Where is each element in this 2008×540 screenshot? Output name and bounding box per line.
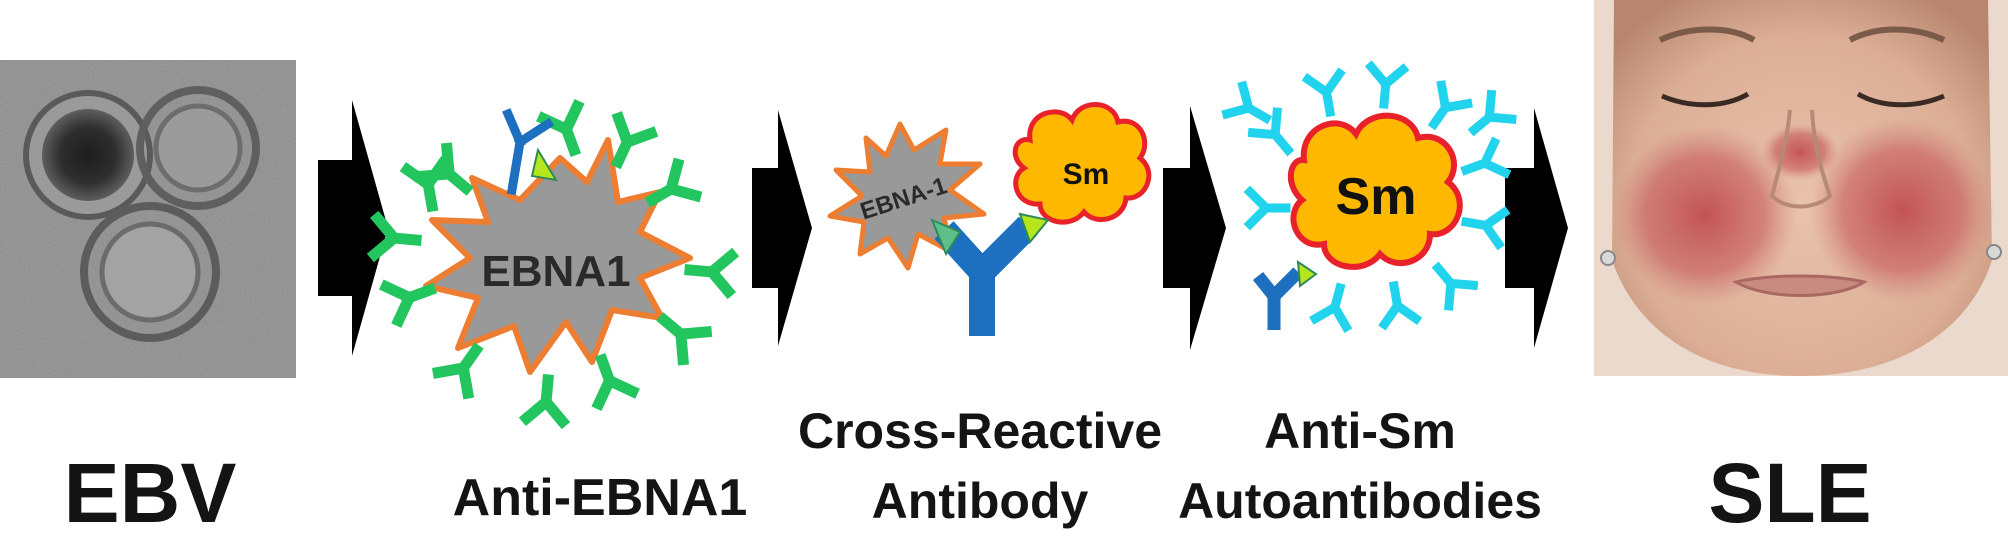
arrow-4 (1505, 108, 1568, 348)
virion-top-right (136, 86, 260, 210)
ebna1-label: EBNA1 (481, 247, 630, 296)
cross-reactive-antibody (934, 216, 1038, 336)
green-antibody (527, 378, 566, 421)
right-earring (1986, 244, 2002, 260)
anti-sm-caption-line2: Autoantibodies (1178, 473, 1542, 529)
sle-face-photo (1594, 0, 2008, 376)
green-antibody (386, 273, 436, 321)
left-eye-closed (1661, 91, 1750, 108)
nose (1769, 109, 1833, 209)
left-eyebrow (1658, 26, 1756, 43)
anti-ebna1-caption: Anti-EBNA1 (452, 469, 748, 527)
arrow-1 (318, 100, 388, 356)
cyan-antibody (1315, 284, 1355, 327)
blue-antibody-small (1252, 267, 1303, 330)
cross-reactive-caption-line1: Cross-Reactive (797, 403, 1163, 459)
cyan-antibody (1426, 258, 1474, 306)
cyan-antibody (1461, 143, 1506, 185)
ebv-caption: EBV (63, 446, 237, 540)
sm-antigen-blob (1012, 102, 1152, 225)
arrow-3 (1163, 106, 1226, 350)
green-antibody (688, 252, 731, 291)
blue-antibody (502, 108, 555, 196)
cyan-antibody (1227, 86, 1274, 132)
left-earring (1600, 250, 1616, 266)
malar-rash-right (1810, 118, 1994, 302)
cyan-antibody (1368, 67, 1403, 106)
sle-caption: SLE (1708, 446, 1872, 540)
anti-sm-caption-line1: Anti-Sm (1264, 403, 1456, 459)
arrow-2 (752, 110, 812, 346)
right-eyebrow (1848, 26, 1946, 43)
cyan-antibody (1250, 192, 1286, 224)
cyan-antibody (1378, 283, 1416, 324)
mouth (1732, 274, 1868, 297)
cross-reactive-caption-line2: Antibody (871, 473, 1089, 529)
epitope-triangle (530, 147, 558, 182)
virion-bottom (80, 202, 220, 342)
epitope-triangle-left (930, 218, 962, 257)
epitope-triangle-small (1296, 260, 1318, 288)
green-antibody (543, 106, 591, 156)
malar-rash-left (1613, 125, 1797, 305)
right-eye-closed (1856, 91, 1945, 108)
sm-label-large: Sm (1336, 168, 1417, 226)
cyan-antibody (1463, 206, 1504, 244)
anti-ebna1-illustration: EBNA1 (375, 106, 732, 421)
sm-label-small: Sm (1063, 158, 1110, 191)
anti-sm-illustration: Sm (1227, 67, 1512, 330)
ebna1-antigen-star (423, 137, 693, 375)
epitope-triangle-right (1018, 212, 1050, 245)
cross-reactive-illustration: EBNA-1 Sm (827, 102, 1152, 336)
ebv-micrograph (0, 60, 296, 378)
cyan-antibody (1421, 85, 1468, 133)
cyan-antibody (1308, 74, 1346, 115)
sm-antigen-blob-large (1287, 112, 1463, 270)
